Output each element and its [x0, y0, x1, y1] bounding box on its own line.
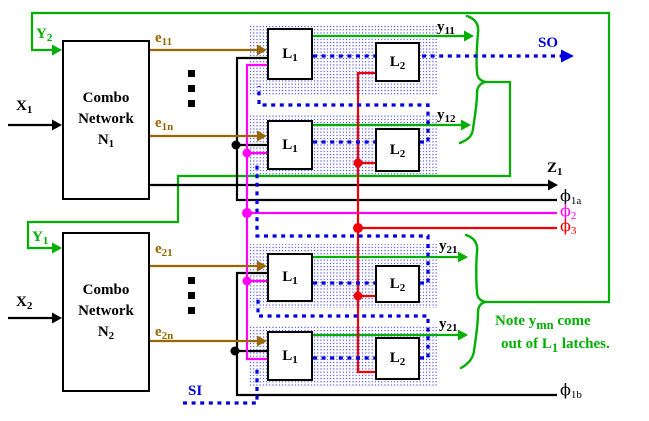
group1-outputs-brace — [458, 14, 489, 145]
latch-output-wires — [313, 14, 489, 370]
phi1b-junction-dot — [230, 346, 240, 356]
z1-arrowhead-icon — [548, 179, 558, 191]
phi1a-wire — [235, 56, 557, 202]
label-e21: e21 — [155, 241, 173, 259]
label-si: SI — [188, 383, 203, 399]
phi3-junction-dot-2 — [353, 223, 363, 233]
x1-arrowhead-icon — [52, 119, 62, 131]
label-y12: y12 — [437, 107, 456, 125]
y1-arrowhead-icon — [52, 242, 62, 254]
label-y21-row3: y21 — [439, 238, 458, 256]
label-phi3: ϕ3 — [560, 216, 577, 237]
ellipsis-dot — [188, 70, 195, 77]
primary-io-wires — [8, 119, 558, 324]
n1-name: N1 — [97, 132, 115, 150]
ellipsis-dot — [188, 85, 195, 92]
excitation-wires — [150, 44, 267, 347]
phi3-junction-dot-1 — [353, 158, 363, 168]
n1-line1: Combo — [82, 90, 130, 106]
n2-line1: Combo — [82, 282, 130, 298]
n2-name: N2 — [97, 324, 115, 342]
latch-l1-row3: L1 — [267, 253, 313, 302]
scan-hop-row4-row3 — [256, 295, 430, 360]
label-so: SO — [538, 35, 559, 51]
label-e11: e11 — [155, 30, 173, 48]
clock-phi1a-net — [231, 56, 557, 202]
e11-arrowhead-icon — [257, 44, 267, 56]
label-y11: y11 — [437, 19, 455, 37]
y11-arrowhead-icon — [464, 30, 474, 42]
phi2-junction-dot-3 — [242, 276, 252, 286]
latch-l1-row1: L1 — [267, 28, 313, 80]
phi3-junction-dot-3 — [353, 291, 363, 301]
e1n-arrowhead-icon — [257, 130, 267, 142]
label-phi1a: ϕ1a — [560, 186, 582, 207]
latch-l1-row4: L1 — [267, 331, 313, 381]
scan-hop-row2-row1 — [257, 86, 430, 144]
group2-outputs-brace — [459, 233, 489, 370]
label-x2: X2 — [16, 294, 33, 312]
label-z1: Z1 — [547, 160, 563, 178]
latch-l2-row2: L2 — [375, 128, 420, 172]
label-y1-feedback: Y1 — [32, 229, 49, 247]
latch-l2-row4: L2 — [375, 337, 420, 380]
so-arrowhead-icon — [561, 49, 574, 63]
latch-l2-row3: L2 — [375, 265, 420, 303]
phi2-junction-dot-1 — [242, 148, 252, 158]
label-x1: X1 — [16, 98, 33, 116]
label-y21-row4: y21 — [439, 316, 458, 334]
scan-in-segment — [183, 368, 259, 405]
ellipsis-dots — [188, 70, 195, 314]
ellipsis-dot — [188, 307, 195, 314]
phi1b-wire — [235, 271, 557, 397]
label-y2-feedback: Y2 — [36, 26, 53, 44]
clock-phi1b-net — [230, 271, 557, 397]
note-line1: Note ymn come — [495, 313, 591, 332]
y21-row4-arrowhead-icon — [458, 329, 468, 341]
ellipsis-dot — [188, 277, 195, 284]
combo-network-n1-box: Combo Network N1 — [62, 40, 150, 200]
phi2-junction-dot-2 — [242, 208, 252, 218]
y12-arrowhead-icon — [461, 119, 471, 131]
label-e1n: e1n — [155, 115, 174, 133]
clock-phi3-net — [353, 71, 557, 374]
y21-row3-arrowhead-icon — [458, 251, 468, 263]
e21-arrowhead-icon — [257, 260, 267, 272]
x2-arrowhead-icon — [52, 312, 62, 324]
y2-feedback-wire — [30, 11, 611, 304]
e2n-arrowhead-icon — [257, 335, 267, 347]
phi3-wire — [356, 71, 375, 374]
label-e2n: e2n — [155, 324, 174, 342]
combo-network-n2-box: Combo Network N2 — [62, 232, 150, 392]
scan-path-dotted — [183, 49, 574, 405]
y2-arrowhead-icon — [52, 44, 62, 56]
clock-phi2-net — [242, 63, 557, 361]
ellipsis-dot — [188, 100, 195, 107]
note-line2: out of L1 latches. — [501, 336, 610, 355]
ellipsis-dot — [188, 292, 195, 299]
label-phi1b: ϕ1b — [560, 380, 582, 401]
y1-feedback-wire — [26, 80, 512, 250]
n1-line2: Network — [78, 111, 134, 127]
feedback-wires — [26, 11, 611, 304]
scan-hop-row3-row2 — [255, 162, 430, 285]
n2-line2: Network — [78, 303, 134, 319]
label-phi2: ϕ2 — [560, 201, 577, 222]
latch-l2-row1: L2 — [375, 42, 420, 82]
phi1a-junction-dot — [231, 140, 241, 150]
latch-l1-row2: L1 — [267, 120, 313, 170]
